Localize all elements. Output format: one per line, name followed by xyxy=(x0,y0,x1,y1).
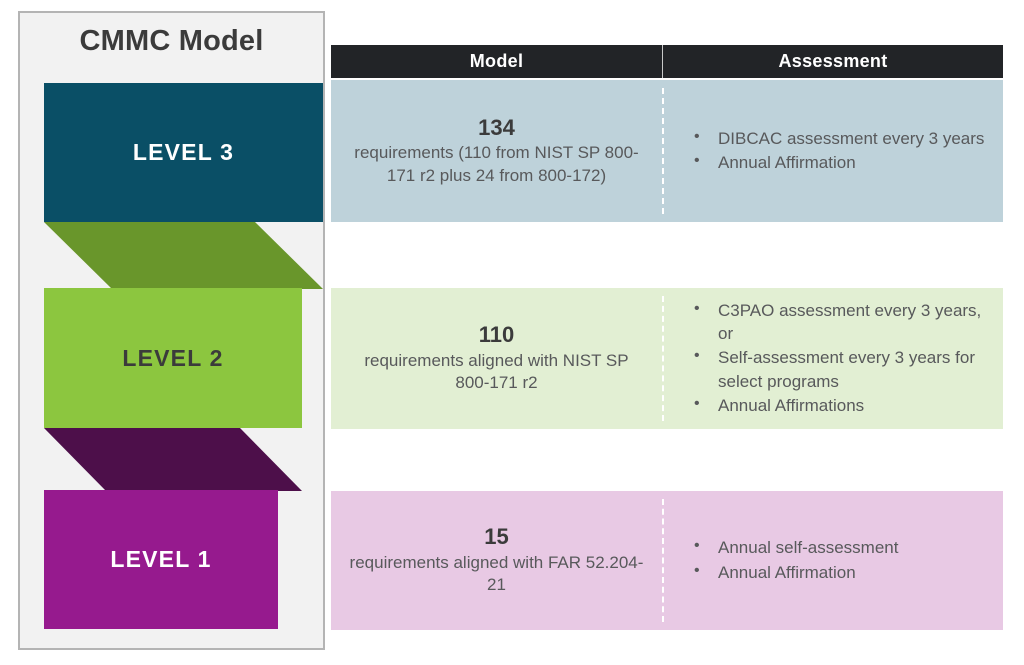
requirement-description-level3: requirements (110 from NIST SP 800-171 r… xyxy=(354,143,639,185)
requirement-count-level2: 110 xyxy=(478,322,515,348)
list-item: Annual Affirmation xyxy=(690,150,989,174)
list-item: C3PAO assessment every 3 years, or xyxy=(690,298,989,346)
requirement-count-level3: 134 xyxy=(478,114,515,140)
requirement-description-level2: requirements aligned with NIST SP 800-17… xyxy=(364,350,629,393)
list-item: Annual self-assessment xyxy=(690,535,989,559)
model-cell-level1: 15 requirements aligned with FAR 52.204-… xyxy=(331,491,662,630)
table-row-level3: 134 requirements (110 from NIST SP 800-1… xyxy=(331,80,1003,222)
list-item: Self-assessment every 3 years for select… xyxy=(690,345,989,393)
row-divider-level3 xyxy=(662,88,664,214)
level-label-level3: LEVEL 3 xyxy=(132,139,235,165)
requirement-count-level1: 15 xyxy=(484,524,509,550)
requirement-description-level1: requirements aligned with FAR 52.204-21 xyxy=(349,552,644,595)
table-row-level1: 15 requirements aligned with FAR 52.204-… xyxy=(331,491,1003,630)
assessment-cell-level2: C3PAO assessment every 3 years, or Self-… xyxy=(662,288,1003,429)
assessment-cell-level1: Annual self-assessment Annual Affirmatio… xyxy=(662,491,1003,630)
level-block-level2: LEVEL 2 xyxy=(44,288,302,428)
header-divider xyxy=(662,45,663,78)
assessment-list-level1: Annual self-assessment Annual Affirmatio… xyxy=(690,535,989,585)
assessment-list-level3: DIBCAC assessment every 3 years Annual A… xyxy=(690,126,989,176)
assessment-list-level2: C3PAO assessment every 3 years, or Self-… xyxy=(690,298,989,418)
table-row-level2: 110 requirements aligned with NIST SP 80… xyxy=(331,288,1003,429)
row-divider-level1 xyxy=(662,499,664,622)
row-divider-level2 xyxy=(662,296,664,421)
level-label-level1: LEVEL 1 xyxy=(110,546,212,572)
column-header-assessment: Assessment xyxy=(778,51,888,71)
list-item: Annual Affirmations xyxy=(690,393,989,417)
list-item: Annual Affirmation xyxy=(690,559,989,584)
model-cell-level3: 134 requirements (110 from NIST SP 800-1… xyxy=(331,80,662,222)
level-block-level3: LEVEL 3 xyxy=(44,83,323,222)
connector-level2-to-level1 xyxy=(44,428,302,491)
table-header: Model Assessment xyxy=(331,45,1003,78)
level-label-level2: LEVEL 2 xyxy=(122,344,224,371)
page-title: CMMC Model xyxy=(79,25,264,57)
model-cell-level2: 110 requirements aligned with NIST SP 80… xyxy=(331,288,662,429)
list-item: DIBCAC assessment every 3 years xyxy=(690,126,989,150)
level-block-level1: LEVEL 1 xyxy=(44,490,278,629)
connector-level3-to-level2 xyxy=(44,222,323,289)
column-header-model: Model xyxy=(469,51,524,71)
assessment-cell-level3: DIBCAC assessment every 3 years Annual A… xyxy=(662,80,1003,222)
